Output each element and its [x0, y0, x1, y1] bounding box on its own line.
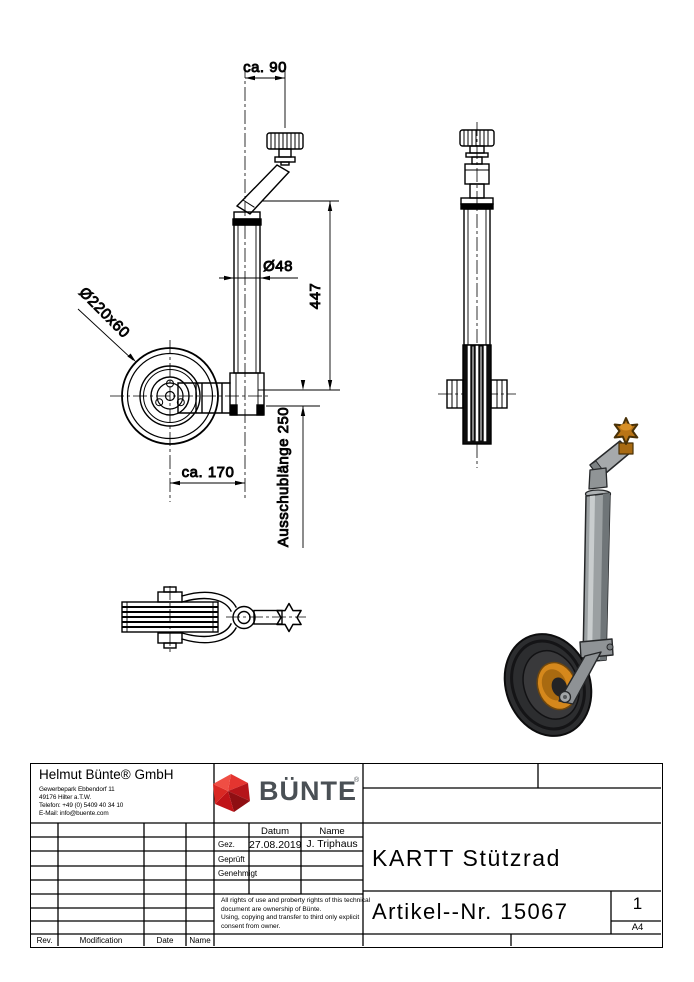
disclaimer-line: consent from owner. — [221, 922, 281, 930]
crank-arm-side — [235, 164, 291, 215]
bunte-logo-icon — [213, 774, 250, 812]
wheel-front — [462, 344, 492, 445]
front-view — [446, 129, 508, 445]
dimension-wheel-size: Ø220x60 — [75, 284, 136, 362]
paper-format: A4 — [631, 922, 644, 933]
dim-tube-diameter-label: Ø48 — [263, 258, 293, 275]
swing-arm-side — [177, 382, 231, 414]
top-view — [121, 586, 302, 649]
technical-drawing: ca. 90 Ø48 447 Ø220x60 — [75, 59, 639, 737]
clamp-3d — [579, 638, 614, 659]
wheel-side — [121, 347, 219, 445]
title-block: Helmut Bünte® GmbH Gewerbepark Ebbendorf… — [30, 763, 663, 948]
revision-col-date: Date — [156, 936, 174, 945]
dim-crank-width-label: ca. 90 — [243, 59, 287, 76]
approval-row-datum: 27.08.2019 — [249, 839, 302, 851]
company-name: Helmut Bünte® GmbH — [39, 767, 174, 782]
dimension-tube-diameter: Ø48 — [219, 258, 298, 281]
approval-row-label: Gez. — [218, 840, 235, 849]
dimension-extension-length: Ausschublänge 250 — [266, 380, 320, 548]
dimension-crank-width: ca. 90 — [243, 59, 287, 128]
disclaimer-text: All rights of use and proberty rights of… — [221, 897, 371, 931]
bunte-logo-text: BÜNTE — [259, 776, 357, 806]
dim-tube-length-label: 447 — [307, 283, 324, 310]
render-3d — [503, 417, 639, 737]
company-address-line: Gewerbepark Ebbendorf 11 — [39, 786, 115, 793]
approval-row-label: Geprüft — [218, 855, 245, 864]
wheel-top — [121, 601, 219, 633]
dimension-tube-length: 447 — [258, 200, 340, 391]
disclaimer-line: Using, copying and transfer to third onl… — [221, 914, 360, 922]
approval-row-label: Genehmigt — [218, 869, 258, 878]
dim-wheel-offset-label: ca. 170 — [182, 464, 235, 481]
revision-col-modification: Modification — [79, 936, 123, 945]
article-number: Artikel--Nr. 15067 — [372, 899, 569, 924]
company-address-line: 49176 Hilter a.T.W. — [39, 794, 92, 801]
crank-knob-side — [266, 132, 304, 150]
company-address-line: Telefon: +49 (0) 5409 40 34 10 — [39, 802, 124, 809]
disclaimer-line: document are ownership of Bünte. — [221, 905, 322, 913]
title-block-grid — [31, 764, 661, 946]
drawing-title: KARTT Stützrad — [372, 845, 562, 871]
approval-header-name: Name — [319, 826, 345, 837]
star-knob-top — [276, 602, 302, 633]
disclaimer-line: All rights of use and proberty rights of… — [221, 897, 371, 904]
clamp-bracket-top — [157, 586, 256, 649]
revision-col-name: Name — [189, 936, 211, 945]
handle-rod-top — [253, 609, 283, 625]
fork-strap-3d — [558, 651, 602, 705]
centerlines — [110, 64, 516, 652]
dim-extension-length-label: Ausschublänge 250 — [275, 407, 292, 547]
revision-col-rev: Rev. — [36, 936, 53, 945]
company-address-line: E-Mail: info@buente.com — [39, 810, 109, 817]
approval-row-name: J. Triphaus — [306, 838, 358, 850]
dimension-wheel-offset: ca. 170 — [170, 464, 245, 486]
side-view — [121, 132, 304, 445]
bunte-logo-registered: ® — [354, 777, 360, 784]
sheet-number: 1 — [632, 894, 643, 913]
star-knob-3d — [613, 417, 639, 445]
approval-header-datum: Datum — [261, 826, 289, 837]
